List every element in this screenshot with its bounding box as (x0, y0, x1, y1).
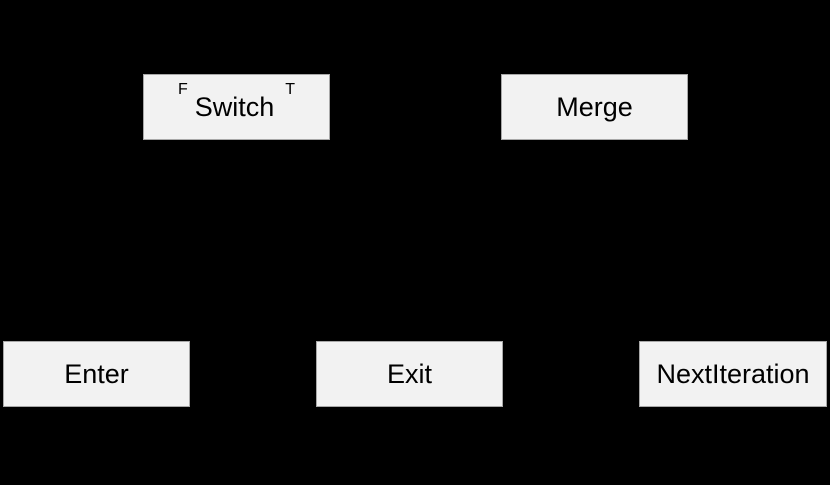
switch-true-port-label: T (285, 81, 296, 98)
merge-node-label: Merge (556, 91, 633, 122)
switch-false-port-label: F (177, 81, 188, 98)
node-switch: F Switch T (143, 74, 330, 140)
switch-node-label: Switch (194, 91, 275, 122)
node-merge: Merge (501, 74, 688, 140)
node-exit: Exit (316, 341, 503, 407)
next-iteration-node-label: NextIteration (656, 358, 810, 389)
node-enter: Enter (3, 341, 190, 407)
node-next-iteration: NextIteration (639, 341, 827, 407)
enter-node-label: Enter (64, 358, 129, 389)
exit-node-label: Exit (386, 358, 432, 389)
